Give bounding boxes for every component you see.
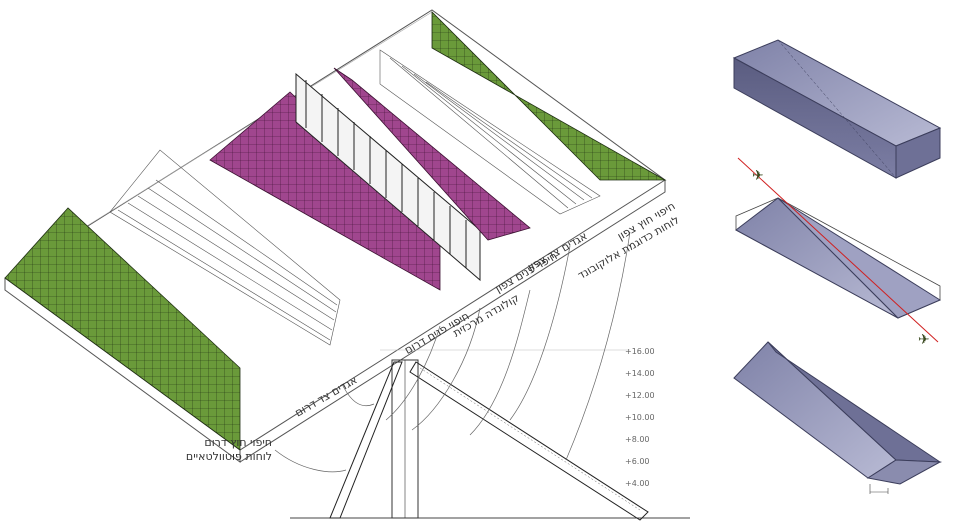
level-label: +8.00 xyxy=(625,435,650,444)
rotation-axis-line xyxy=(737,157,939,343)
leader-north-ribs xyxy=(509,245,571,421)
leader-north-inner xyxy=(469,289,531,436)
level-label: +16.00 xyxy=(625,347,655,356)
north-outer-cladding xyxy=(431,11,667,181)
leader-north-outer xyxy=(565,231,631,461)
leader-south-inner xyxy=(385,325,441,421)
leader-colonnade xyxy=(411,307,481,431)
south-truss xyxy=(329,361,403,519)
concept-box-1 xyxy=(732,39,942,179)
roof-ridge-line xyxy=(39,11,433,256)
label-south-outer-1: חיפוי חוץ דרום xyxy=(204,436,272,449)
concept-box-2: ✈ ✈ xyxy=(735,157,942,348)
leader-south-ribs xyxy=(341,383,375,407)
south-ribs xyxy=(109,149,341,346)
annotations xyxy=(274,231,631,473)
plane-icon: ✈ xyxy=(918,332,930,348)
dimension-mark xyxy=(869,484,889,494)
concept-box-3 xyxy=(733,341,942,494)
cross-section xyxy=(290,349,690,521)
north-ribs xyxy=(379,49,601,215)
isometric-building xyxy=(4,9,667,463)
level-label: +6.00 xyxy=(625,457,650,466)
level-label: +14.00 xyxy=(625,369,655,378)
plane-icon: ✈ xyxy=(752,168,764,184)
level-label: +4.00 xyxy=(625,479,650,488)
level-label: +12.00 xyxy=(625,391,655,400)
building-base-edge xyxy=(4,278,241,463)
north-truss xyxy=(409,361,649,521)
label-south-outer-2: לוחות פוטוולטאיים xyxy=(186,450,272,463)
leader-south-outer xyxy=(274,449,347,473)
building-base-edge-2 xyxy=(239,180,666,463)
south-outer-cladding xyxy=(4,207,241,451)
north-inner-cladding xyxy=(333,67,531,241)
level-label: +10.00 xyxy=(625,413,655,422)
central-colonnade xyxy=(295,72,481,282)
label-north-inner: חיפוי פנים צפון xyxy=(493,249,560,295)
elevation-levels: +16.00 +14.00 +12.00 +10.00 +8.00 +6.00 … xyxy=(625,347,655,488)
